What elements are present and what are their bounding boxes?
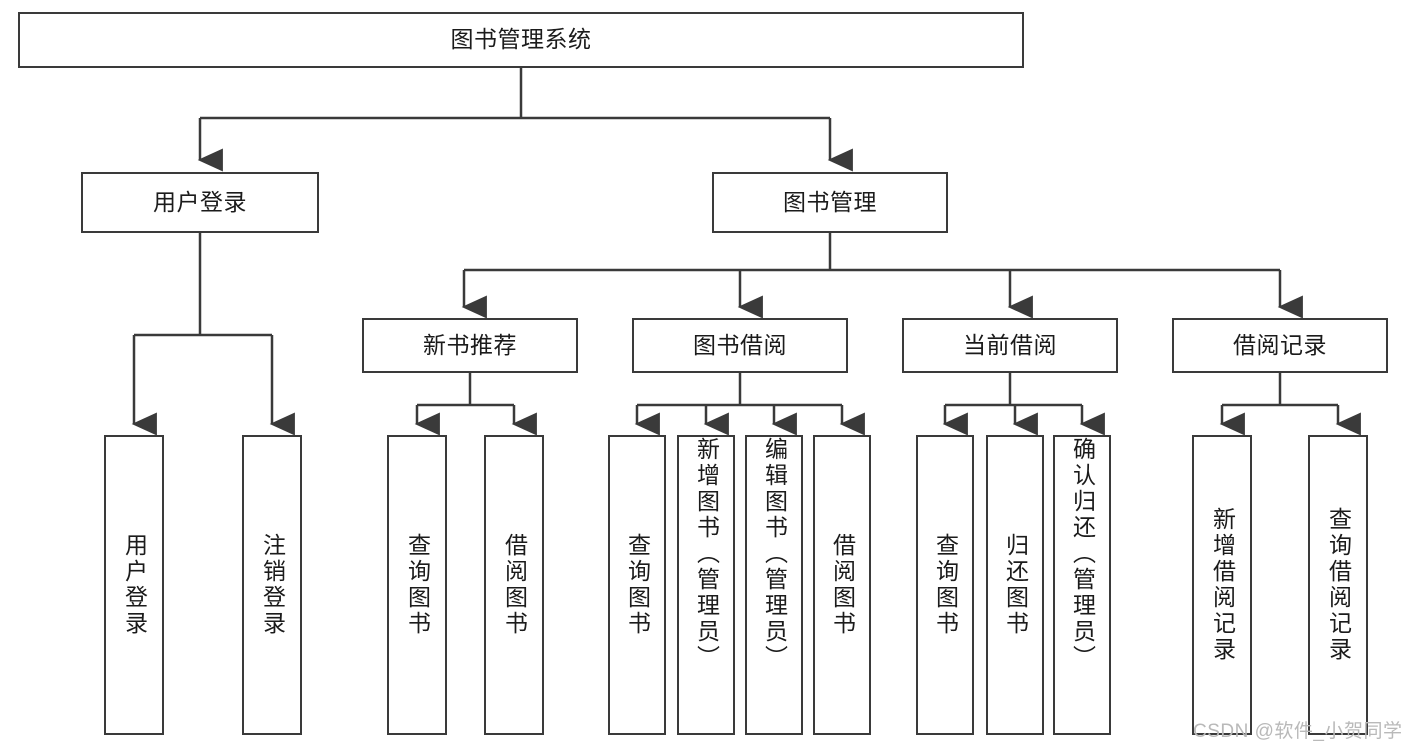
node-leaf-add-record-label: 新增借阅记录 xyxy=(1209,507,1236,663)
node-leaf-query-book-1-label: 查询图书 xyxy=(404,533,431,637)
node-user-login-label: 用户登录 xyxy=(153,188,247,215)
node-leaf-user-login[interactable]: 用户登录 xyxy=(104,435,164,735)
node-leaf-confirm-return-label: 确认归还（管理员） xyxy=(1069,437,1096,671)
node-leaf-user-login-label: 用户登录 xyxy=(121,533,148,637)
csdn-watermark: CSDN @软件_小贺同学 xyxy=(1193,721,1403,742)
node-leaf-borrow-book-1-label: 借阅图书 xyxy=(501,533,528,637)
node-new-book-rec[interactable]: 新书推荐 xyxy=(362,318,578,373)
node-book-borrow[interactable]: 图书借阅 xyxy=(632,318,848,373)
node-leaf-query-book-2[interactable]: 查询图书 xyxy=(608,435,666,735)
node-leaf-confirm-return[interactable]: 确认归还（管理员） xyxy=(1053,435,1111,735)
node-leaf-edit-book-label: 编辑图书（管理员） xyxy=(761,437,788,671)
node-current-borrow[interactable]: 当前借阅 xyxy=(902,318,1118,373)
node-leaf-add-book-label: 新增图书（管理员） xyxy=(693,437,720,671)
node-book-borrow-label: 图书借阅 xyxy=(693,331,787,358)
node-leaf-logout-label: 注销登录 xyxy=(259,533,286,637)
node-user-login[interactable]: 用户登录 xyxy=(81,172,319,233)
node-leaf-logout[interactable]: 注销登录 xyxy=(242,435,302,735)
node-leaf-return-book-label: 归还图书 xyxy=(1002,533,1029,637)
node-root[interactable]: 图书管理系统 xyxy=(18,12,1024,68)
node-leaf-query-record-label: 查询借阅记录 xyxy=(1325,507,1352,663)
node-leaf-borrow-book-2[interactable]: 借阅图书 xyxy=(813,435,871,735)
node-leaf-edit-book[interactable]: 编辑图书（管理员） xyxy=(745,435,803,735)
node-leaf-add-record[interactable]: 新增借阅记录 xyxy=(1192,435,1252,735)
node-borrow-record-label: 借阅记录 xyxy=(1233,331,1327,358)
node-leaf-borrow-book-2-label: 借阅图书 xyxy=(829,533,856,637)
node-current-borrow-label: 当前借阅 xyxy=(963,331,1057,358)
node-leaf-borrow-book-1[interactable]: 借阅图书 xyxy=(484,435,544,735)
node-leaf-query-book-3[interactable]: 查询图书 xyxy=(916,435,974,735)
node-leaf-query-book-2-label: 查询图书 xyxy=(624,533,651,637)
node-root-label: 图书管理系统 xyxy=(450,26,592,53)
node-borrow-record[interactable]: 借阅记录 xyxy=(1172,318,1388,373)
node-leaf-query-record[interactable]: 查询借阅记录 xyxy=(1308,435,1368,735)
node-leaf-query-book-3-label: 查询图书 xyxy=(932,533,959,637)
node-book-manage[interactable]: 图书管理 xyxy=(712,172,948,233)
node-leaf-add-book[interactable]: 新增图书（管理员） xyxy=(677,435,735,735)
node-book-manage-label: 图书管理 xyxy=(783,188,877,215)
node-leaf-query-book-1[interactable]: 查询图书 xyxy=(387,435,447,735)
node-new-book-rec-label: 新书推荐 xyxy=(423,331,517,358)
node-leaf-return-book[interactable]: 归还图书 xyxy=(986,435,1044,735)
